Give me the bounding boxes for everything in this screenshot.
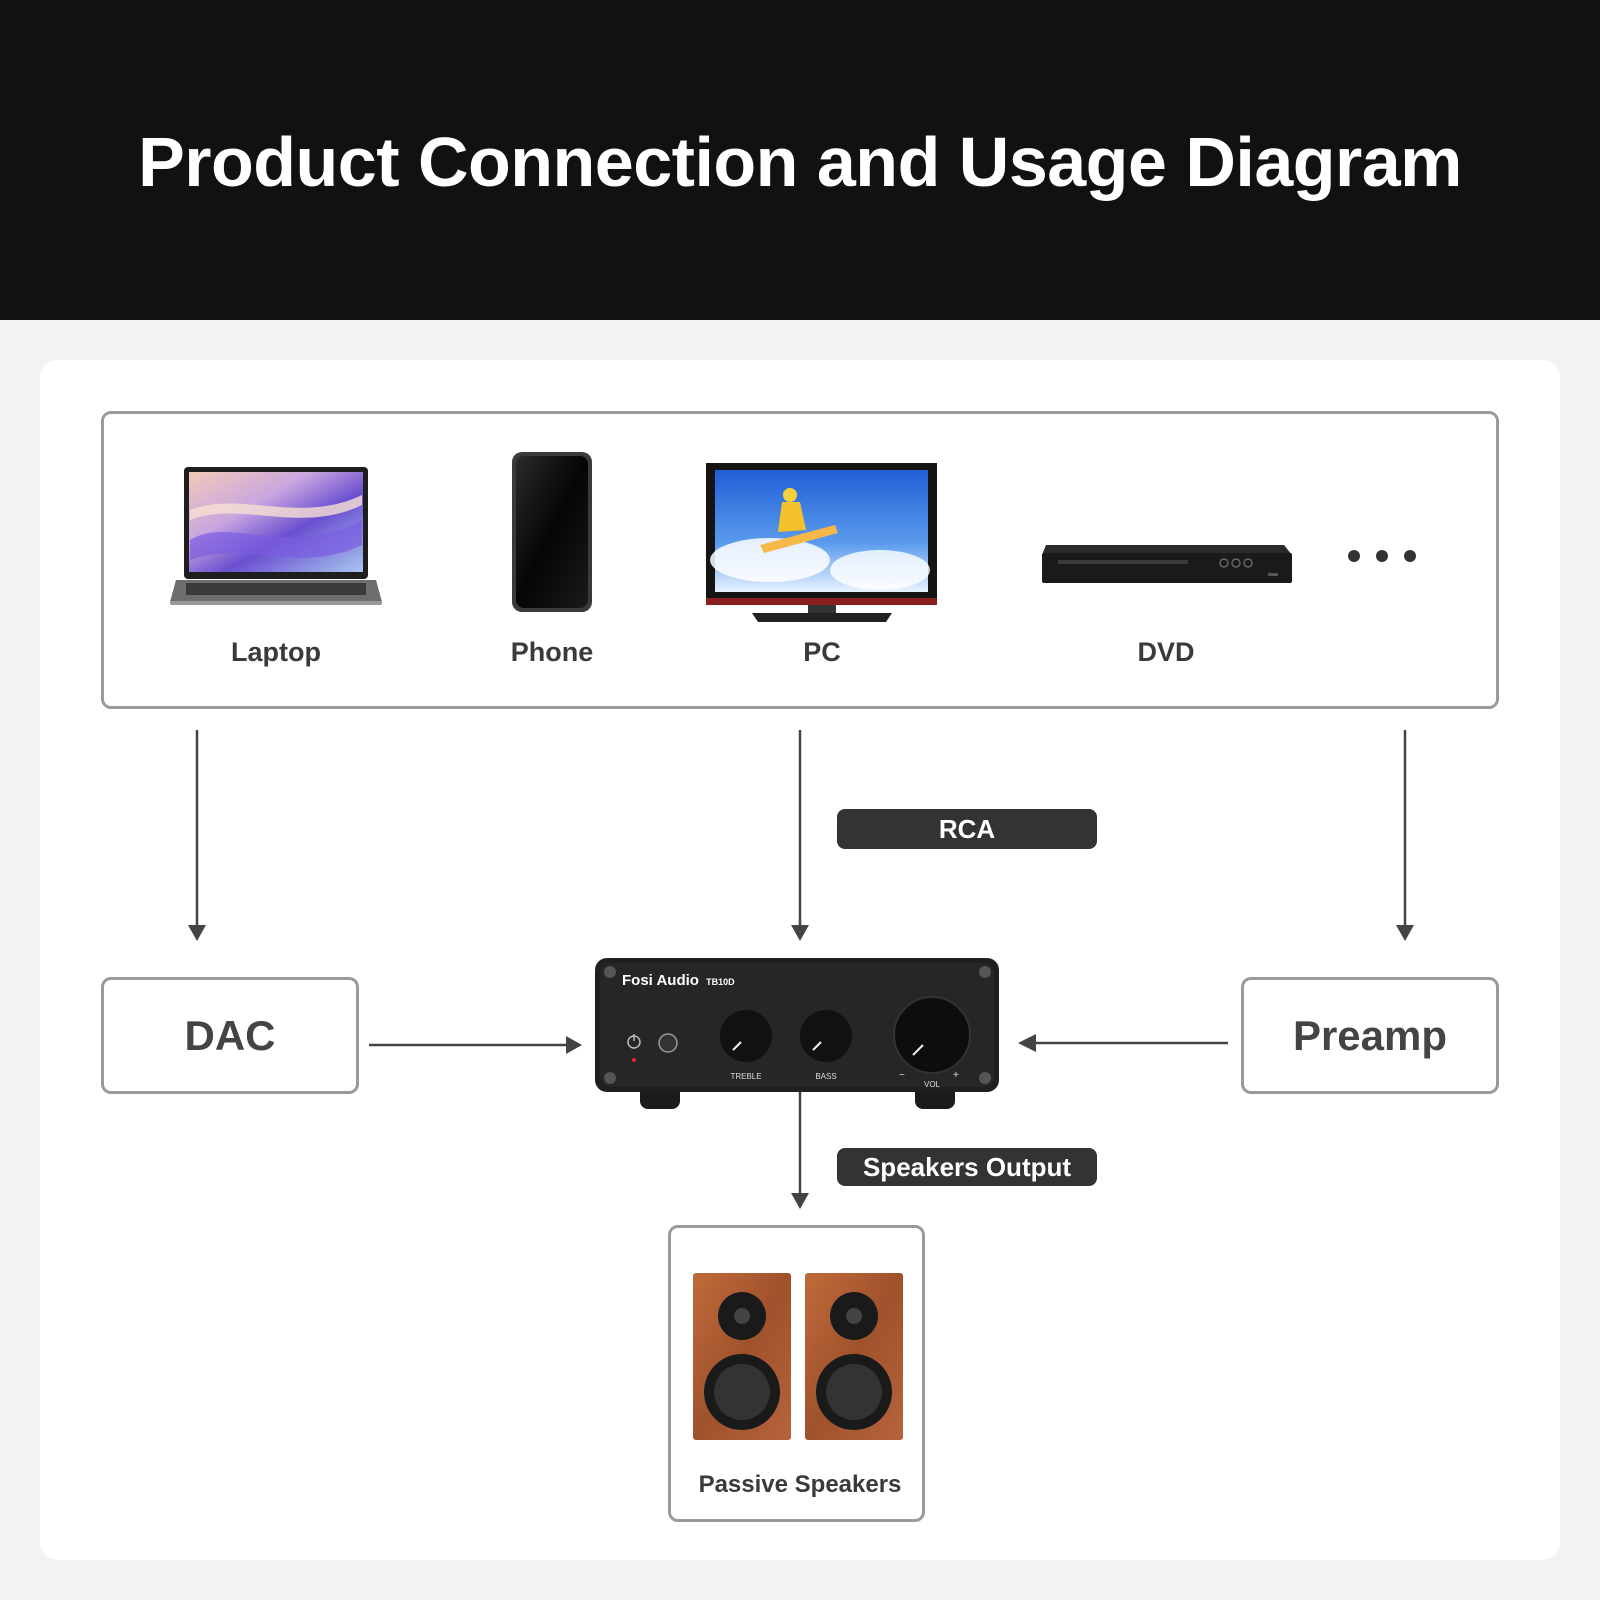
- preamp-box: Preamp: [1241, 977, 1499, 1094]
- device-label-laptop: Laptop: [231, 637, 321, 667]
- model-text: TB10D: [706, 977, 735, 987]
- dac-box: DAC: [101, 977, 359, 1094]
- preamp-label: Preamp: [1292, 1011, 1448, 1059]
- monitor-icon: [706, 463, 937, 622]
- device-label-dvd: DVD: [1137, 637, 1195, 667]
- phone-icon: [512, 452, 592, 612]
- ellipsis-icon: [1348, 550, 1416, 590]
- amplifier-icon: [595, 958, 999, 1109]
- speakers-icon: [693, 1273, 903, 1440]
- amplifier-brand: Fosi Audio TB10D: [622, 972, 735, 989]
- brand-text: Fosi Audio: [622, 972, 699, 989]
- connection-arrows: [188, 730, 1414, 1209]
- device-label-phone: Phone: [510, 637, 594, 667]
- speakers-box: [668, 1225, 925, 1522]
- rca-tag: RCA: [837, 809, 1097, 849]
- vol-plus-label: +: [953, 1070, 959, 1081]
- vol-label: VOL: [923, 1080, 940, 1089]
- page-title: Product Connection and Usage Diagram: [138, 123, 1462, 201]
- treble-label: TREBLE: [730, 1072, 762, 1081]
- laptop-icon: [170, 467, 382, 605]
- device-label-pc: PC: [803, 637, 841, 667]
- dac-label: DAC: [184, 1011, 276, 1059]
- dvd-player-icon: [1042, 545, 1292, 583]
- speakers-output-tag: Speakers Output: [837, 1148, 1097, 1186]
- vol-minus-label: −: [899, 1070, 905, 1081]
- header-bar: Product Connection and Usage Diagram: [0, 0, 1600, 320]
- bass-label: BASS: [815, 1072, 837, 1081]
- speakers-label: Passive Speakers: [698, 1471, 902, 1498]
